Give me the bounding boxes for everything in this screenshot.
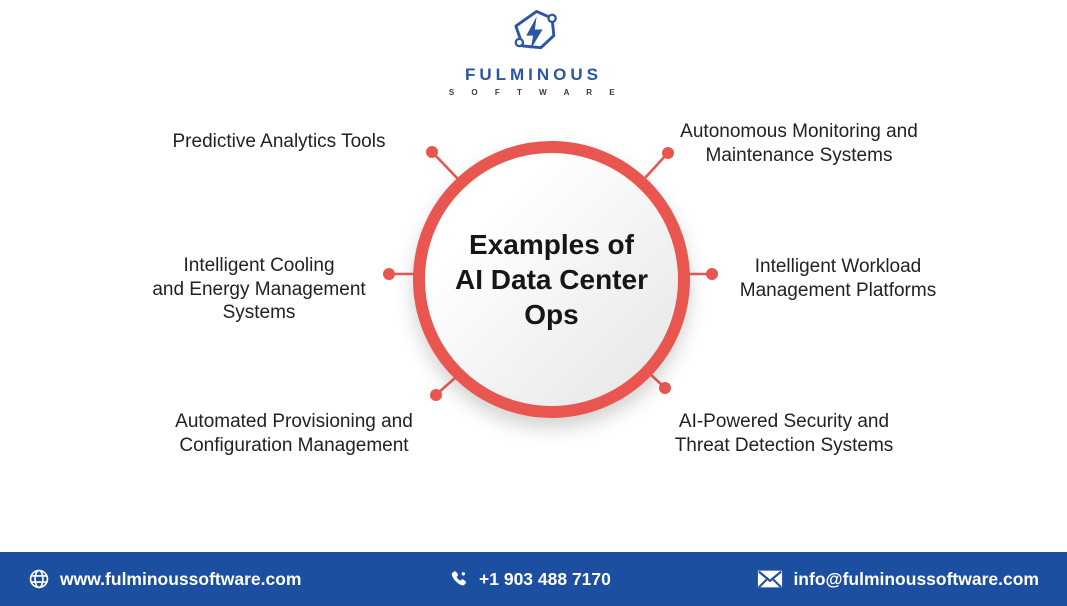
label-predictive-analytics: Predictive Analytics Tools: [172, 131, 386, 152]
label-intelligent-cooling: Intelligent Cooling and Energy Managemen…: [152, 255, 366, 323]
label-intelligent-workload: Intelligent Workload Management Platform…: [739, 256, 937, 301]
center-title-line: Examples of: [469, 229, 634, 260]
footer-website-link[interactable]: www.fulminoussoftware.com: [28, 568, 301, 590]
footer-email-link[interactable]: info@fulminoussoftware.com: [757, 569, 1039, 590]
footer-email-text: info@fulminoussoftware.com: [793, 568, 1039, 589]
brand-name: FULMINOUS: [464, 65, 603, 84]
globe-icon: [28, 568, 50, 590]
hexagon-bolt-icon: [508, 8, 560, 63]
phone-icon: [448, 569, 469, 590]
label-automated-provisioning: Automated Provisioning and Configuration…: [175, 411, 413, 456]
fulminous-logo: FULMINOUS S O F T W A R E: [0, 8, 1067, 97]
footer-phone-text: +1 903 488 7170: [479, 568, 611, 589]
center-title-line: Ops: [524, 299, 579, 330]
label-autonomous-monitoring: Autonomous Monitoring and Maintenance Sy…: [680, 121, 918, 166]
footer-phone-link[interactable]: +1 903 488 7170: [448, 569, 611, 590]
footer-website-text: www.fulminoussoftware.com: [60, 568, 302, 589]
label-ai-security: AI-Powered Security and Threat Detection…: [674, 411, 894, 456]
footer-bar: www.fulminoussoftware.com +1 903 488 717…: [0, 552, 1067, 606]
center-title-line: AI Data Center: [455, 264, 648, 295]
brand-subname: S O F T W A R E: [448, 88, 623, 97]
envelope-icon: [757, 569, 783, 589]
